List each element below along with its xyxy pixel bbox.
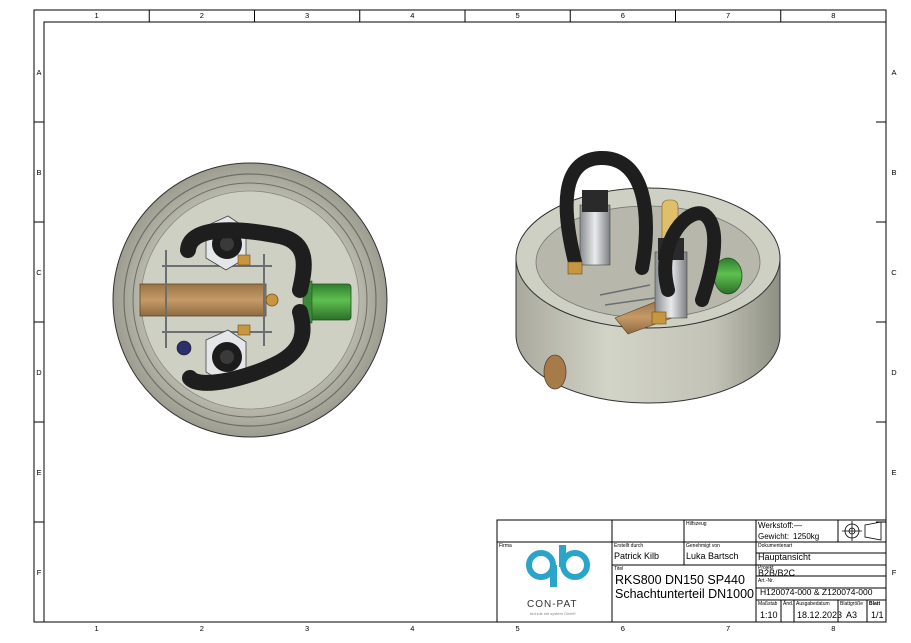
zone-col-label-5: 5 <box>516 624 520 633</box>
zone-row-label-f: F <box>892 568 897 577</box>
guide-rails-top <box>162 250 272 348</box>
label-blatt: Blatt <box>869 601 881 607</box>
label-blattgroesse: Blattgröße <box>840 601 864 607</box>
logo-tagline: technik mit system GmbH <box>530 611 576 616</box>
zone-col-label-4: 4 <box>410 624 414 633</box>
zone-col-label-3: 3 <box>305 11 309 20</box>
valve-top-upper <box>237 254 251 266</box>
hose-top-lower <box>182 304 311 391</box>
label-erstellt: Erstellt durch <box>614 543 644 549</box>
zone-row-label-d: D <box>36 368 42 377</box>
label-hilfszeug: Hilfszeug <box>686 521 707 527</box>
zone-col-label-7: 7 <box>726 624 730 633</box>
hose-iso-back <box>559 151 653 275</box>
zone-row-label-e: E <box>36 468 41 477</box>
value-erstellt: Patrick Kilb <box>614 551 660 561</box>
value-blattgroesse: A3 <box>846 610 858 620</box>
value-genehmigt: Luka Bartsch <box>686 551 739 561</box>
valve-top-center <box>265 293 279 307</box>
top-view <box>112 162 388 438</box>
zone-col-label-2: 2 <box>200 11 204 20</box>
company-logo <box>526 545 590 587</box>
zone-row-label-c: C <box>891 268 897 277</box>
iso-view <box>515 151 781 404</box>
label-dokumentenart: Dokumentenart <box>758 543 793 549</box>
label-werkstoff: Werkstoff: <box>758 521 794 530</box>
hose-top-upper <box>180 222 312 298</box>
zone-row-label-d: D <box>891 368 897 377</box>
zone-col-label-2: 2 <box>200 624 204 633</box>
zone-row-label-b: B <box>36 168 41 177</box>
value-dokumentenart: Hauptansicht <box>758 552 811 562</box>
zone-col-label-8: 8 <box>831 624 835 633</box>
zone-col-label-5: 5 <box>516 11 520 20</box>
label-projekt: Projekt <box>758 565 774 571</box>
zone-row-label-e: E <box>891 468 896 477</box>
logo-text: CON-PAT <box>527 599 578 610</box>
hose-iso-front <box>658 206 722 307</box>
valve-top-lower <box>237 324 251 336</box>
shaft-inner-wall <box>132 182 368 418</box>
label-aend: Änd. <box>783 601 794 607</box>
value-massstab: 1:10 <box>760 610 778 620</box>
value-blatt: 1/1 <box>871 610 884 620</box>
float-switch-top <box>176 340 192 356</box>
label-firma: Firma <box>499 543 512 549</box>
pump-iso-back <box>579 190 611 266</box>
title-line-1: RKS800 DN150 SP440 <box>615 573 745 587</box>
outlet-pipe-top <box>306 283 352 321</box>
zone-col-label-4: 4 <box>410 11 414 20</box>
value-projekt: B2B/B2C <box>758 568 796 578</box>
value-artnr: H120074-000 & Z120074-000 <box>760 587 873 597</box>
zone-col-label-1: 1 <box>95 11 99 20</box>
value-werkstoff: — <box>794 521 802 530</box>
label-genehmigt: Genehmigt von <box>686 543 720 549</box>
shaft-rim <box>123 173 377 427</box>
label-gewicht: Gewicht: <box>758 532 790 541</box>
value-gewicht: 1250kg <box>793 532 820 541</box>
zone-col-label-8: 8 <box>831 11 835 20</box>
zone-row-label-c: C <box>36 268 42 277</box>
label-titel: Titel <box>614 566 624 572</box>
zone-col-label-7: 7 <box>726 11 730 20</box>
label-artnr: Art.-Nr. <box>758 578 774 584</box>
inlet-opening-iso <box>543 354 567 390</box>
inlet-pipe-top <box>139 283 267 317</box>
zone-col-label-6: 6 <box>621 624 625 633</box>
zone-col-label-3: 3 <box>305 624 309 633</box>
valve-iso-front <box>651 311 667 325</box>
label-ausgabedatum: Ausgabedatum <box>796 601 830 607</box>
zone-ticks <box>34 10 886 523</box>
zone-row-label-a: A <box>891 68 896 77</box>
zone-row-label-f: F <box>37 568 42 577</box>
label-massstab: Maßstab <box>758 601 778 607</box>
projection-symbol <box>842 521 882 541</box>
zone-row-label-b: B <box>891 168 896 177</box>
zone-col-label-6: 6 <box>621 11 625 20</box>
rails-iso <box>599 284 656 306</box>
value-ausgabedatum: 18.12.2023 <box>797 610 843 620</box>
zone-row-label-a: A <box>36 68 41 77</box>
title-line-2: Schachtunterteil DN1000 <box>615 587 754 601</box>
zone-col-label-1: 1 <box>95 624 99 633</box>
title-block-grid <box>496 519 887 623</box>
valve-iso-back <box>567 261 583 275</box>
